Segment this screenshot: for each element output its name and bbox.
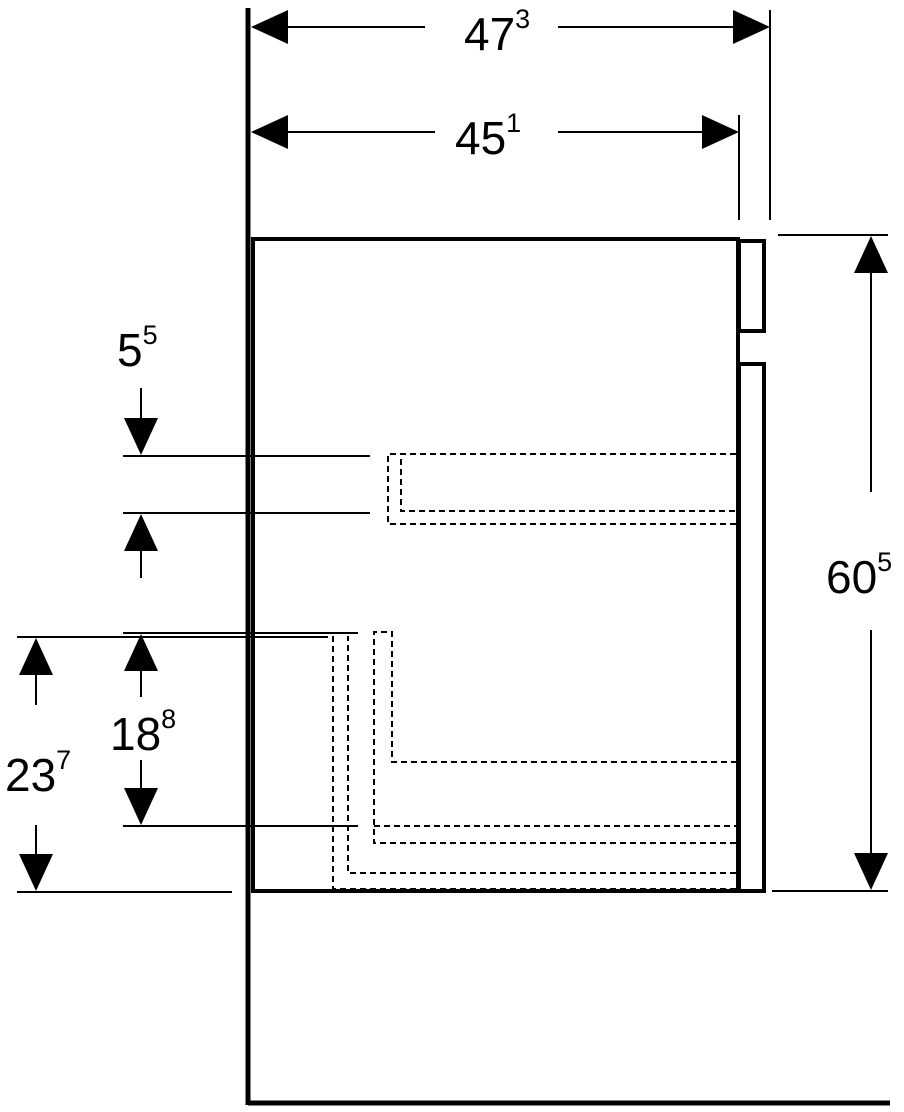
wall-and-floor	[245, 8, 890, 1106]
drawer-front-panel	[737, 362, 766, 893]
dimension-labels: 473 451 605 55 188 237	[5, 4, 892, 801]
arrow-up-60	[854, 236, 888, 273]
height-label: 605	[826, 547, 892, 603]
arrow-down-23	[19, 854, 53, 891]
arrow-up-23	[19, 638, 53, 675]
lower-drawer-outer-outline	[332, 636, 736, 890]
upper-drawer-inner-outline	[400, 453, 736, 512]
arrow-left-47	[251, 10, 288, 44]
cabinet-carcass	[251, 237, 740, 893]
arrow-left-45	[251, 115, 288, 149]
extension-lines	[17, 10, 888, 893]
upper-drawer-outline	[387, 453, 736, 525]
dimension-lines	[19, 10, 888, 891]
lower-drawer-inner-outline	[373, 631, 736, 844]
upper-gap-label: 55	[117, 320, 158, 376]
hidden-drawer-outlines	[332, 453, 736, 890]
arrow-down-18	[124, 788, 158, 825]
arrow-right-45	[702, 115, 739, 149]
arrow-down-5	[124, 418, 158, 455]
arrow-up-5	[124, 514, 158, 551]
total-depth-label: 473	[464, 4, 530, 60]
lower-drawer-height-label: 188	[110, 704, 176, 760]
lower-drawer-middle-outline	[347, 636, 736, 874]
arrow-up-18	[124, 634, 158, 671]
body-depth-label: 451	[455, 108, 521, 164]
lower-drawer-offset-label: 237	[5, 745, 71, 801]
cabinet-body	[251, 237, 766, 893]
arrow-down-60	[854, 853, 888, 890]
top-front-panel	[737, 239, 766, 333]
arrow-right-47	[733, 10, 770, 44]
